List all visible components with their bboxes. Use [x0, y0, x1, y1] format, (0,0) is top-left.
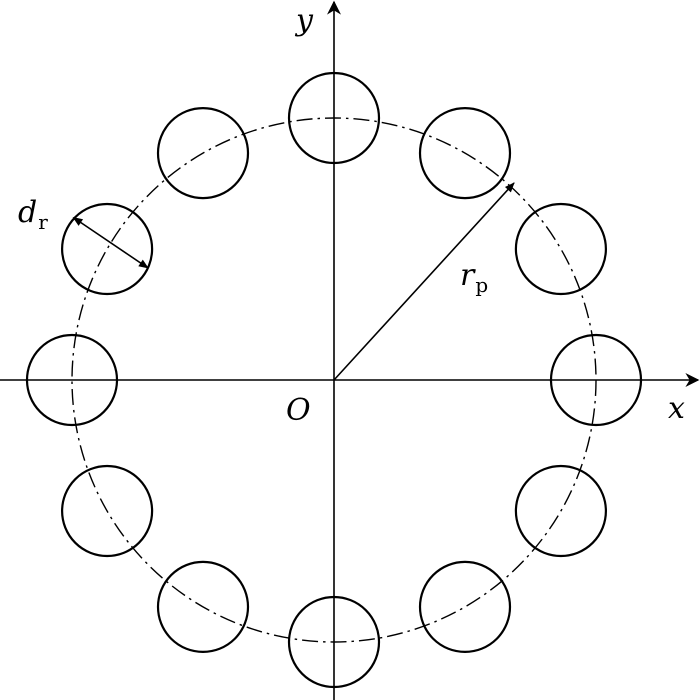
roller-circle — [418, 560, 512, 654]
pitch-radius-symbol: r — [460, 258, 476, 293]
roller-circle — [156, 107, 250, 200]
y-axis-label: y — [294, 3, 314, 38]
roller-circle — [60, 464, 154, 558]
roller-circle — [549, 333, 643, 427]
roller-circle — [514, 202, 608, 296]
roller-circle — [418, 107, 512, 200]
pitch-radius-label: rp — [460, 258, 488, 297]
roller-group — [25, 71, 643, 689]
origin-label: O — [286, 393, 311, 428]
roller-circle — [156, 560, 250, 654]
pitch-circle — [71, 117, 597, 643]
roller-diameter-label: dr — [18, 195, 48, 234]
pitch-radius-arrow — [333, 182, 515, 381]
x-axis-label: x — [668, 391, 685, 426]
roller-circle — [60, 202, 154, 296]
roller-circle — [514, 464, 608, 558]
roller-diameter-symbol: d — [18, 195, 37, 230]
roller-circle — [287, 595, 381, 689]
roller-diameter-subscript: r — [38, 210, 48, 234]
roller-circle — [25, 333, 119, 427]
pitch-radius-subscript: p — [475, 273, 488, 297]
roller-circle — [287, 71, 381, 165]
roller-diameter-arrow — [72, 216, 149, 269]
